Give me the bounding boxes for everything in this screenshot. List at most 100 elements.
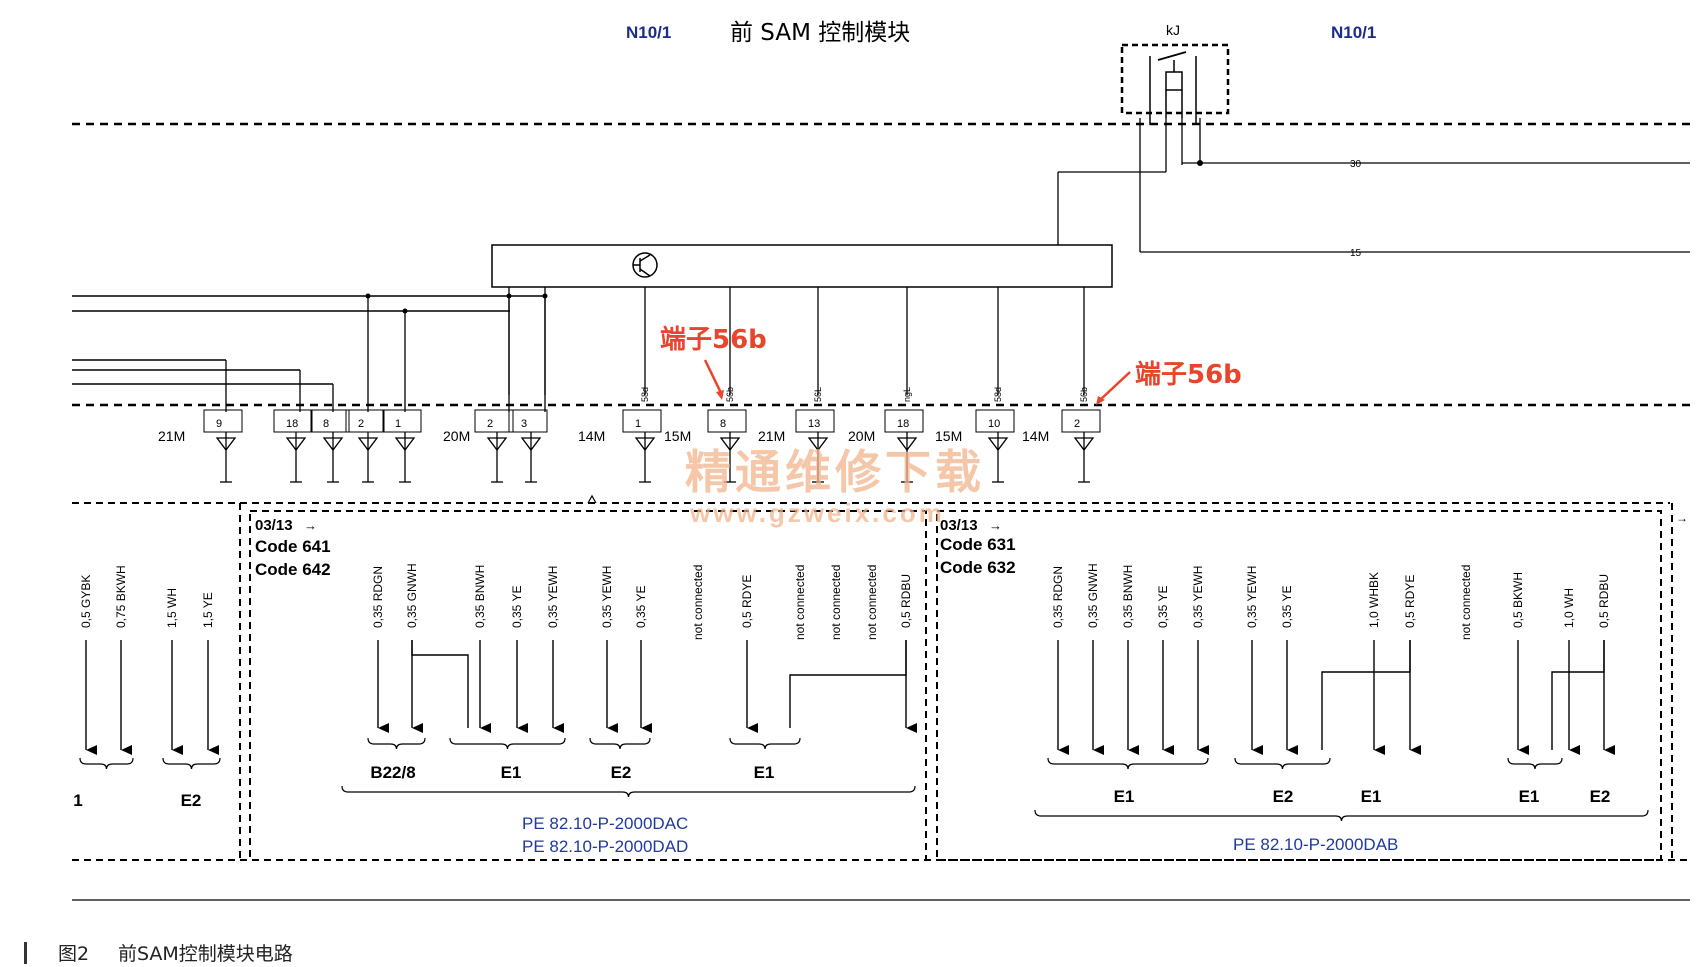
connector-label: 21M	[758, 428, 785, 444]
wire-label: not connected	[829, 565, 843, 640]
pin-signal-label: 56b	[725, 387, 735, 402]
wire-label: 0,5 RDYE	[1403, 575, 1417, 628]
pin-box	[203, 409, 243, 433]
group-label: 1	[73, 791, 82, 810]
group-label: E2	[181, 791, 202, 810]
pe-ref-middle-1: PE 82.10-P-2000DAC	[522, 814, 688, 833]
continuation-arrow: →	[1676, 511, 1688, 525]
pin-number: 2	[358, 418, 364, 430]
group-brace	[1047, 757, 1209, 770]
group-brace	[341, 785, 916, 798]
group-brace	[1034, 809, 1649, 822]
wire-label: 0,5 BKWH	[1511, 572, 1525, 628]
internal-circuit	[225, 287, 1085, 412]
pin-box	[310, 409, 350, 433]
wire-label: not connected	[793, 565, 807, 640]
code-1-right: Code 631	[940, 535, 1016, 554]
relay-label: kJ	[1166, 22, 1180, 38]
watermark-url: www.gzweix.com	[689, 498, 945, 528]
figure-number: 图2	[58, 943, 89, 965]
group-brace	[1507, 757, 1563, 770]
connector-label: 14M	[1022, 428, 1049, 444]
pin-number: 2	[1074, 418, 1080, 430]
ground-symbol	[634, 437, 656, 452]
pin-signal-label: ngL	[902, 387, 912, 402]
wire-label: not connected	[691, 565, 705, 640]
watermark-text: 精通维修下载	[685, 445, 985, 499]
module-id-left: N10/1	[626, 23, 671, 42]
group-label: E1	[501, 763, 522, 782]
line-15-label: 15	[1350, 248, 1362, 259]
relay-kj	[1120, 43, 1230, 125]
pe-ref-right: PE 82.10-P-2000DAB	[1233, 835, 1398, 854]
ground-symbol	[322, 437, 344, 452]
ground-symbol	[987, 437, 1009, 452]
pin-number: 18	[286, 418, 298, 430]
connector-label: 20M	[848, 428, 875, 444]
ground-symbol	[285, 437, 307, 452]
pin-number: 8	[323, 418, 329, 430]
group-brace	[589, 737, 651, 750]
junction-dot	[506, 293, 512, 299]
wire-label: 0,35 YE	[1280, 586, 1294, 628]
code-2-left: Code 642	[255, 560, 331, 579]
terminal-56b-label-a: 端子56b	[660, 325, 767, 355]
wire-label: 0,75 BKWH	[114, 565, 128, 628]
wire-label: 0,35 RDGN	[1051, 566, 1065, 628]
pin-number: 8	[720, 418, 726, 430]
connector-label: 20M	[443, 428, 470, 444]
wire-jog	[411, 640, 469, 728]
wire-label: 0,5 RDBU	[899, 574, 913, 628]
wire-label: not connected	[865, 565, 879, 640]
wire-label: not connected	[1459, 565, 1473, 640]
connector-label: 14M	[578, 428, 605, 444]
ground-symbol	[486, 437, 508, 452]
wire-jog	[1551, 640, 1605, 750]
pin-signal-label: 56b	[1079, 387, 1089, 402]
group-label: E2	[611, 763, 632, 782]
group-brace	[367, 737, 426, 750]
power-lines	[1057, 118, 1690, 253]
connector-label: 15M	[664, 428, 691, 444]
pin-box	[622, 409, 662, 433]
wire-label: 0,35 GNWH	[1086, 563, 1100, 628]
wire-jog	[789, 640, 907, 728]
code-arrow-right: →	[989, 518, 1002, 533]
junction-dot	[1197, 160, 1203, 166]
pin-box	[884, 409, 924, 433]
arrow-pointer	[703, 359, 724, 396]
junction-dot	[402, 308, 408, 314]
module-id-right: N10/1	[1331, 23, 1376, 42]
wire-label: 0,35 YE	[1156, 586, 1170, 628]
ground-symbol	[1073, 437, 1095, 452]
pin-number: 2	[487, 418, 493, 430]
module-boundaries	[72, 122, 1690, 407]
terminal-56b-label-b: 端子56b	[1135, 360, 1242, 390]
pin-box	[382, 409, 422, 433]
ground-symbol	[215, 437, 237, 452]
module-title: 前 SAM 控制模块	[730, 20, 910, 46]
pin-number: 10	[988, 418, 1000, 430]
caption-marker	[24, 942, 27, 964]
pin-number: 3	[521, 418, 527, 430]
connector-label: 21M	[158, 428, 185, 444]
group-label: E2	[1273, 787, 1294, 806]
wire-label: 0,35 BNWH	[473, 565, 487, 628]
ground-symbol	[394, 437, 416, 452]
pin-signal-label: 56L	[813, 387, 823, 402]
figure-title: 前SAM控制模块电路	[118, 943, 293, 965]
harness-frames	[72, 502, 1690, 861]
wire-label: 0,35 YEWH	[1191, 566, 1205, 628]
ground-symbol	[807, 437, 829, 452]
wire-label: 0,35 YE	[634, 586, 648, 628]
group-label: E2	[1590, 787, 1611, 806]
code-block-right: 03/13 → Code 631 Code 632	[940, 517, 1016, 577]
pin-box	[1061, 409, 1101, 433]
ground-symbol	[719, 437, 741, 452]
group-brace	[1234, 757, 1331, 770]
ground-symbol	[357, 437, 379, 452]
code-2-right: Code 632	[940, 558, 1016, 577]
